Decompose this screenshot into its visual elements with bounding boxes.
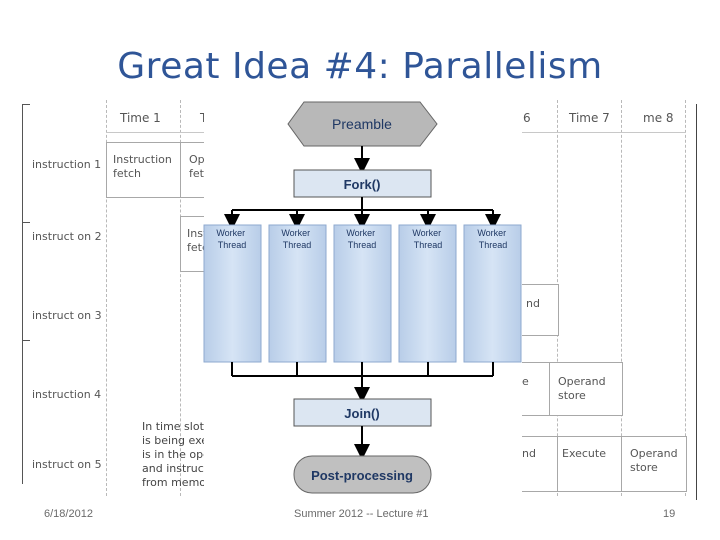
column-divider [621,100,622,496]
time-header: 6 [523,111,531,125]
post-processing-shape [293,455,432,494]
row-label: instruct on 5 [32,458,102,471]
time-header: Time 1 [120,111,161,125]
worker-thread-label: Worker Thread [346,228,377,250]
worker-thread-1: Worker Thread [203,224,262,363]
pipeline-cell: Instruction fetch [106,142,182,198]
pipeline-note: In time slot is being exe is in the ope … [142,420,210,489]
fork-arrows [224,210,501,230]
worker-thread-label: Worker Thread [477,228,508,250]
worker-thread-label: Worker Thread [412,228,443,250]
pipeline-cell: Operand store [621,436,687,492]
fork-box [293,169,432,198]
pipeline-cell: Operand store [549,362,623,416]
footer-page-number: 19 [663,508,676,520]
time-header: Time 7 [569,111,610,125]
pipeline-cell: nd [515,284,559,336]
row-label: instruct on 3 [32,309,102,322]
footer-course: Summer 2012 -- Lecture #1 [294,508,429,520]
column-divider [685,100,686,496]
bracket-tick [22,104,30,105]
row-label: instruction 4 [32,388,102,401]
preamble-shape [287,101,438,147]
worker-thread-5: Worker Thread [463,224,522,363]
slide-title: Great Idea #4: Parallelism [117,46,603,87]
join-box [293,398,432,427]
bracket-tick [22,340,30,341]
join-lines [231,362,494,403]
right-bracket [696,104,697,500]
row-label: instruct on 2 [32,230,102,243]
pipeline-cell: Execute [557,436,623,492]
join-label: Join() [344,406,379,421]
preamble-label: Preamble [332,116,392,132]
row-label: instruction 1 [32,158,102,171]
left-bracket [22,104,23,484]
worker-thread-4: Worker Thread [398,224,457,363]
worker-thread-label: Worker Thread [216,228,247,250]
post-processing-label: Post-processing [311,468,413,483]
fork-label: Fork() [344,177,381,192]
column-divider [180,100,181,496]
footer-date: 6/18/2012 [44,508,93,520]
time-header: T [200,111,208,125]
column-divider [106,100,107,496]
worker-thread-3: Worker Thread [333,224,392,363]
worker-thread-label: Worker Thread [281,228,312,250]
time-header: me 8 [643,111,674,125]
bracket-tick [22,222,30,223]
worker-thread-2: Worker Thread [268,224,327,363]
